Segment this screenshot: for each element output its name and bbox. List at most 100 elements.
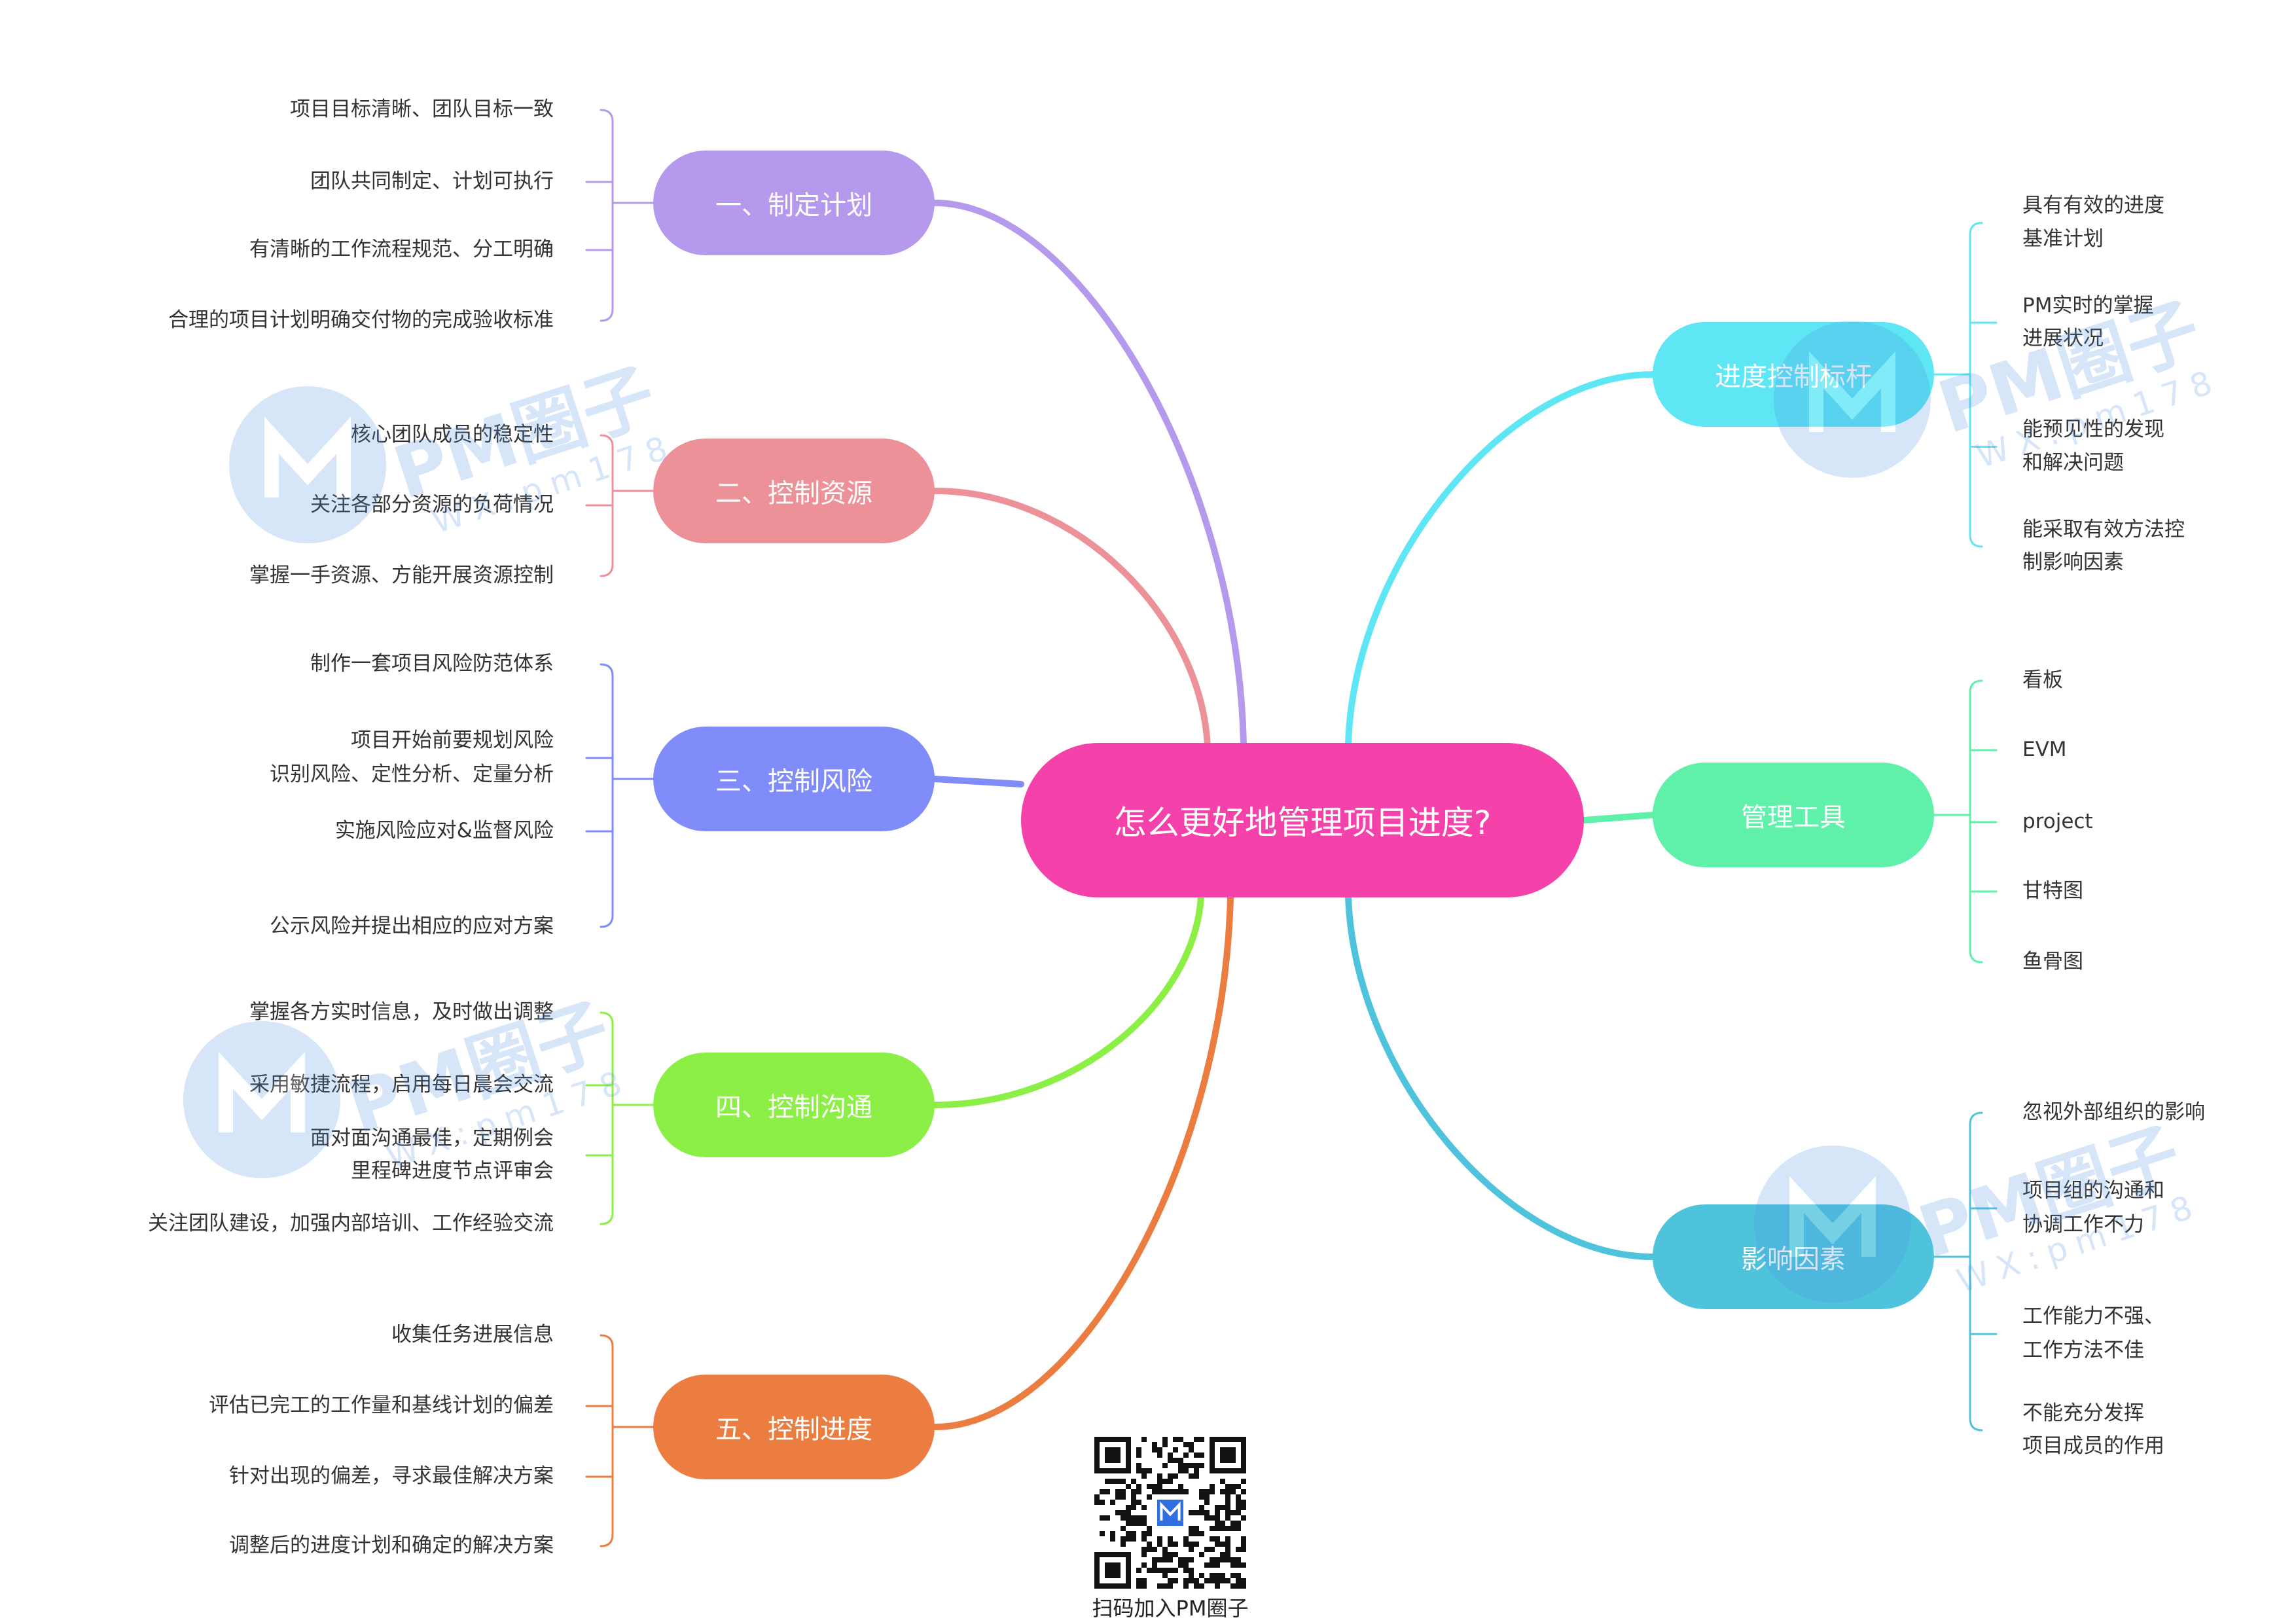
right-branch-1-leaf-2: PM实时的掌握进展状况	[2022, 289, 2153, 355]
right-branch-1-bracket	[1969, 222, 1983, 548]
left-branch-4-leaf-1: 掌握各方实时信息，及时做出调整	[249, 996, 554, 1028]
left-branch-3-connector	[931, 776, 1024, 787]
right-branch-1-node[interactable]: 进度控制标杆	[1653, 322, 1934, 427]
left-branch-3-leaf-4: 公示风险并提出相应的应对方案	[270, 910, 554, 943]
leaf-text-line: 合理的项目计划明确交付物的完成验收标准	[168, 308, 554, 332]
right-branch-2-leaf-3: project	[2022, 805, 2093, 838]
leaf-text-line: 基准计划	[2022, 227, 2104, 251]
right-branch-1-connector	[1345, 371, 1656, 746]
right-branch-3-leaf-2: 项目组的沟通和协调工作不力	[2022, 1174, 2164, 1241]
left-branch-5-leaf-3: 针对出现的偏差，寻求最佳解决方案	[229, 1460, 554, 1492]
leaf-text-line: 看板	[2022, 668, 2063, 692]
left-branch-5-leaf-1: 收集任务进展信息	[391, 1318, 554, 1351]
leaf-text-line: 工作方法不佳	[2022, 1339, 2144, 1362]
right-branch-2-label: 管理工具	[1741, 803, 1846, 833]
left-branch-1-node[interactable]: 一、制定计划	[653, 151, 935, 255]
left-branch-3-bracket	[600, 663, 614, 928]
leaf-text-line: 进展状况	[2022, 327, 2104, 350]
leaf-text-line: 核心团队成员的稳定性	[351, 423, 554, 446]
right-branch-3-node[interactable]: 影响因素	[1653, 1204, 1934, 1309]
left-branch-2-connector	[931, 488, 1211, 749]
right-branch-1-leaf-3: 能预见性的发现和解决问题	[2022, 413, 2164, 479]
right-branch-3-leaf-1: 忽视外部组织的影响	[2022, 1096, 2205, 1128]
leaf-text-line: 针对出现的偏差，寻求最佳解决方案	[229, 1464, 554, 1488]
left-branch-5-connector	[931, 893, 1234, 1430]
left-branch-1-leaf-2: 团队共同制定、计划可执行	[310, 165, 554, 198]
left-branch-2-leaf-1: 核心团队成员的稳定性	[351, 418, 554, 451]
left-branch-2-node[interactable]: 二、控制资源	[653, 439, 935, 543]
left-branch-3-label: 三、控制风险	[715, 767, 872, 797]
leaf-text-line: 里程碑进度节点评审会	[351, 1159, 554, 1183]
leaf-text-line: 掌握一手资源、方能开展资源控制	[249, 564, 554, 587]
central-topic[interactable]: 怎么更好地管理项目进度?	[1021, 743, 1584, 897]
leaf-text-line: 关注各部分资源的负荷情况	[310, 493, 554, 516]
left-branch-3-leaf-2: 项目开始前要规划风险识别风险、定性分析、定量分析	[270, 724, 554, 791]
leaf-text-line: 掌握各方实时信息，及时做出调整	[249, 1000, 554, 1024]
leaf-text-line: 团队共同制定、计划可执行	[310, 170, 554, 193]
left-branch-4-bracket	[600, 1011, 614, 1225]
left-branch-2-leaf-2: 关注各部分资源的负荷情况	[310, 488, 554, 521]
leaf-text-line: 鱼骨图	[2022, 950, 2083, 973]
leaf-text-line: 具有有效的进度	[2022, 194, 2164, 217]
right-branch-3-leaf-3: 工作能力不强、工作方法不佳	[2022, 1300, 2164, 1367]
right-branch-2-leaf-5: 鱼骨图	[2022, 945, 2083, 978]
leaf-text-line: 项目目标清晰、团队目标一致	[290, 98, 554, 121]
leaf-text-line: 收集任务进展信息	[391, 1323, 554, 1346]
leaf-text-line: 项目成员的作用	[2022, 1434, 2164, 1458]
right-branch-3-connector	[1345, 893, 1656, 1260]
left-branch-5-leaf-4: 调整后的进度计划和确定的解决方案	[229, 1529, 554, 1562]
leaf-text-line: 项目组的沟通和	[2022, 1179, 2164, 1202]
right-branch-3-label: 影响因素	[1741, 1244, 1846, 1274]
right-branch-2-connector	[1581, 812, 1656, 823]
leaf-text-line: 识别风险、定性分析、定量分析	[270, 763, 554, 786]
right-branch-1-leaf-1: 具有有效的进度基准计划	[2022, 189, 2164, 255]
left-branch-4-leaf-2: 采用敏捷流程，启用每日晨会交流	[249, 1068, 554, 1101]
qr-caption: 扫码加入PM圈子	[1092, 1596, 1249, 1621]
left-branch-5-node[interactable]: 五、控制进度	[653, 1375, 935, 1479]
right-branch-2-leaf-1: 看板	[2022, 664, 2063, 696]
left-branch-4-node[interactable]: 四、控制沟通	[653, 1053, 935, 1157]
qr-code	[1094, 1437, 1246, 1589]
qr-logo-icon	[1160, 1501, 1181, 1521]
right-branch-3-bracket	[1969, 1111, 1983, 1432]
central-topic-label: 怎么更好地管理项目进度?	[1113, 804, 1492, 842]
left-branch-4-label: 四、控制沟通	[715, 1092, 872, 1123]
left-branch-1-leaf-4: 合理的项目计划明确交付物的完成验收标准	[168, 304, 554, 336]
right-branch-2-leaf-4: 甘特图	[2022, 875, 2083, 907]
leaf-text-line: 采用敏捷流程，启用每日晨会交流	[249, 1073, 554, 1096]
left-branch-1-leaf-3: 有清晰的工作流程规范、分工明确	[249, 233, 554, 266]
left-branch-5-leaf-2: 评估已完工的工作量和基线计划的偏差	[209, 1389, 554, 1422]
leaf-text-line: 评估已完工的工作量和基线计划的偏差	[209, 1394, 554, 1417]
left-branch-5-bracket	[600, 1334, 614, 1547]
leaf-text-line: 关注团队建设，加强内部培训、工作经验交流	[148, 1212, 554, 1235]
right-branch-1-leaf-4: 能采取有效方法控制影响因素	[2022, 513, 2185, 579]
leaf-text-line: 甘特图	[2022, 879, 2083, 903]
leaf-text-line: project	[2022, 810, 2093, 833]
leaf-text-line: 实施风险应对&监督风险	[334, 819, 554, 842]
left-branch-3-node[interactable]: 三、控制风险	[653, 727, 935, 831]
left-branch-1-label: 一、制定计划	[715, 190, 872, 221]
leaf-text-line: PM实时的掌握	[2022, 294, 2154, 317]
leaf-text-line: 面对面沟通最佳，定期例会	[310, 1127, 554, 1150]
left-branch-2-leaf-3: 掌握一手资源、方能开展资源控制	[249, 559, 554, 592]
leaf-text-line: EVM	[2022, 738, 2067, 761]
leaf-text-line: 调整后的进度计划和确定的解决方案	[229, 1534, 554, 1557]
left-branch-1-bracket	[600, 109, 614, 322]
left-branch-4-leaf-3: 面对面沟通最佳，定期例会里程碑进度节点评审会	[310, 1122, 554, 1187]
leaf-text-line: 和解决问题	[2022, 451, 2124, 475]
left-branch-1-leaf-1: 项目目标清晰、团队目标一致	[290, 93, 554, 126]
left-branch-5-label: 五、控制进度	[715, 1415, 872, 1445]
leaf-text-line: 忽视外部组织的影响	[2022, 1100, 2205, 1124]
leaf-text-line: 工作能力不强、	[2022, 1305, 2164, 1328]
right-branch-3-leaf-4: 不能充分发挥项目成员的作用	[2022, 1397, 2164, 1462]
right-branch-2-node[interactable]: 管理工具	[1653, 763, 1934, 867]
left-branch-1-connector	[931, 200, 1247, 746]
left-branch-2-label: 二、控制资源	[715, 478, 872, 509]
right-branch-2-leaf-2: EVM	[2022, 733, 2067, 766]
left-branch-4-leaf-4: 关注团队建设，加强内部培训、工作经验交流	[148, 1207, 554, 1240]
leaf-text-line: 项目开始前要规划风险	[351, 729, 554, 752]
leaf-text-line: 能采取有效方法控	[2022, 518, 2185, 541]
left-branch-4-connector	[931, 893, 1204, 1108]
